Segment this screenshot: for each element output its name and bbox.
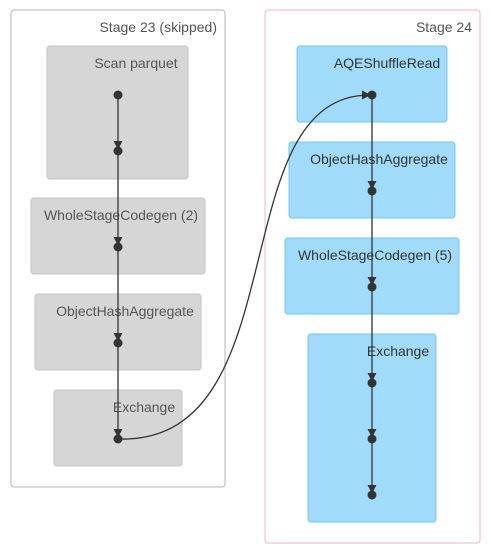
stage-24-label: Stage 24 (416, 19, 472, 35)
node-objecthashaggregate-s23-label: ObjectHashAggregate (56, 303, 194, 319)
node-objecthashaggregate-s24-label: ObjectHashAggregate (310, 151, 448, 167)
dot (113, 146, 123, 156)
dot (113, 434, 123, 444)
stage-23-cluster[interactable]: Stage 23 (skipped) Scan parquet WholeSta… (10, 9, 226, 488)
node-scan-parquet-label: Scan parquet (94, 55, 177, 71)
node-aqeshuffleread-label: AQEShuffleRead (334, 55, 440, 71)
dot (367, 282, 377, 292)
node-wholestagecodegen-2-label: WholeStageCodegen (2) (44, 207, 198, 223)
dot (367, 186, 377, 196)
dot (367, 90, 377, 100)
node-exchange-s23-label: Exchange (113, 399, 175, 415)
dot (113, 242, 123, 252)
dot (367, 378, 377, 388)
edge-shuffle-cross-stage (117, 90, 371, 440)
stage-23-label: Stage 23 (skipped) (99, 19, 217, 35)
dot (367, 490, 377, 500)
dot (113, 338, 123, 348)
node-wholestagecodegen-5-label: WholeStageCodegen (5) (298, 247, 452, 263)
dot (367, 434, 377, 444)
dot (113, 90, 123, 100)
dots (113, 90, 377, 500)
node-exchange-s24-label: Exchange (367, 343, 429, 359)
